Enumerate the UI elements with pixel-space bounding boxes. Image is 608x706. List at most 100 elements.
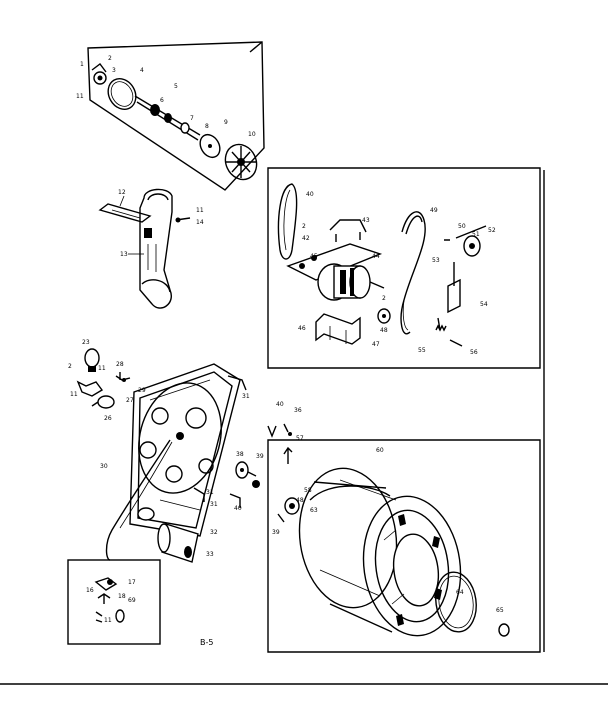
bulkhead-wiring [105, 439, 173, 561]
callout-2-pulley: 2 [382, 295, 386, 302]
callout-11-lamp: 11 [98, 365, 106, 372]
callout-23: 23 [82, 339, 90, 346]
bearing-mount [91, 395, 115, 409]
callout-8: 8 [205, 123, 209, 130]
idler-ring [107, 77, 137, 111]
idler-shaft [134, 95, 201, 141]
drum-panel-border [267, 439, 541, 653]
drum-bearing-cap [498, 623, 510, 637]
motor-belt-panel: 40 2 42 43 44 45 46 2 48 47 49 50 51 52 … [267, 167, 545, 652]
callout-51: 51 [472, 231, 480, 238]
motor-panel-border [267, 167, 541, 369]
callout-31-c: 31 [206, 489, 214, 496]
callout-29: 29 [138, 387, 146, 394]
roller-clips [267, 423, 292, 438]
callout-40-center: 40 [276, 401, 284, 408]
callout-50: 50 [458, 223, 466, 230]
callout-57: 57 [296, 435, 304, 442]
callout-31b: 31 [210, 501, 218, 508]
callout-12: 12 [118, 189, 126, 196]
duct-screw [175, 217, 191, 223]
gas-valve-inset: 17 16 18 69 11 [67, 559, 161, 645]
callout-58: 58 [304, 487, 312, 494]
callout-11: 11 [76, 93, 84, 100]
idler-pulley-wheel [224, 143, 258, 181]
rear-bulkhead [129, 363, 241, 537]
callout-27: 27 [126, 397, 134, 404]
callout-48-roller: 48 [296, 497, 304, 504]
callout-13: 13 [120, 251, 128, 258]
callout-11-inset: 11 [104, 617, 112, 624]
drum-panel: 60 64 65 [267, 439, 541, 653]
callout-11-mount: 11 [70, 391, 78, 398]
callout-2-motor: 2 [302, 223, 306, 230]
callout-11b: 11 [196, 207, 204, 214]
idler-spring [435, 317, 463, 347]
rear-bulkhead-group: 23 2 11 28 27 26 11 29 31 30 31 32 33 [68, 339, 250, 563]
idler-bracket [91, 63, 107, 85]
roller-spring [252, 480, 260, 488]
motor-pulley [377, 308, 391, 324]
callout-6: 6 [160, 97, 164, 104]
roller-axle-bracket [283, 446, 293, 464]
idler-washer [199, 133, 221, 159]
callout-60: 60 [376, 447, 384, 454]
duct-seal-strip [98, 203, 152, 223]
gas-valve-cylinder [157, 523, 199, 563]
callout-42: 42 [302, 235, 310, 242]
idler-arm [444, 225, 487, 314]
callout-44: 44 [372, 253, 380, 260]
callout-63: 63 [310, 507, 318, 514]
front-roller [277, 497, 300, 523]
lamp-assembly [76, 348, 104, 397]
callout-45: 45 [310, 253, 318, 260]
callout-32: 32 [210, 529, 218, 536]
callout-46: 46 [298, 325, 306, 332]
callout-52: 52 [488, 227, 496, 234]
callout-40: 40 [306, 191, 314, 198]
callout-26: 26 [104, 415, 112, 422]
callout-4: 4 [140, 67, 144, 74]
callout-53: 53 [432, 257, 440, 264]
exhaust-duct [139, 188, 173, 309]
page-label: B-5 [200, 638, 213, 647]
callout-56: 56 [470, 349, 478, 356]
callout-38: 38 [236, 451, 244, 458]
bulkhead-bracket [227, 375, 247, 391]
roller-parts-group: 40 36 57 38 39 40 31 58 48 63 39 [206, 401, 318, 536]
callout-39: 39 [256, 453, 264, 460]
callout-2-lamp: 2 [68, 363, 72, 370]
callout-14: 14 [196, 219, 204, 226]
idler-assembly-panel: 1 2 3 4 5 6 7 8 9 10 11 [76, 41, 265, 191]
callout-10: 10 [248, 131, 256, 138]
thermostat-clip [115, 372, 131, 382]
callout-1: 1 [80, 61, 84, 68]
callout-9: 9 [224, 119, 228, 126]
callout-49: 49 [430, 207, 438, 214]
drum-seal [435, 571, 477, 633]
burner-tube [137, 487, 205, 521]
callout-33: 33 [206, 551, 214, 558]
callout-47: 47 [372, 341, 380, 348]
inset-border [67, 559, 161, 645]
callout-43: 43 [362, 217, 370, 224]
drive-belt-small [277, 183, 298, 260]
rear-roller [235, 461, 257, 479]
callout-40-pin: 40 [234, 505, 242, 512]
callout-3: 3 [112, 67, 116, 74]
callout-5: 5 [174, 83, 178, 90]
drum-drive-belt [400, 211, 426, 335]
callout-28: 28 [116, 361, 124, 368]
callout-54: 54 [480, 301, 488, 308]
motor-cradle [315, 313, 361, 345]
callout-18: 18 [118, 593, 126, 600]
drum-support-pin [229, 493, 241, 508]
callout-65: 65 [496, 607, 504, 614]
callout-30: 30 [100, 463, 108, 470]
callout-17: 17 [128, 579, 136, 586]
motor-mount-plate [286, 243, 383, 281]
drive-motor [299, 255, 385, 301]
callout-69: 69 [128, 597, 136, 604]
callout-64: 64 [456, 589, 464, 596]
